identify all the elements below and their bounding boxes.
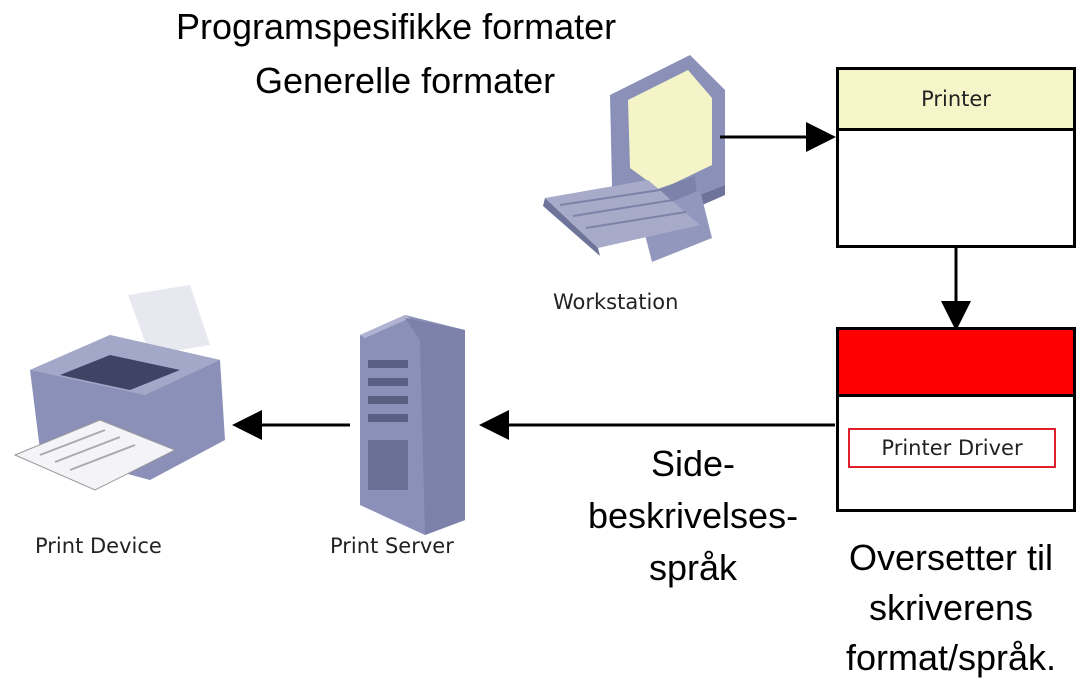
printer-driver-header bbox=[839, 330, 1073, 397]
server-icon bbox=[360, 315, 465, 535]
print-server-label: Print Server bbox=[330, 534, 454, 558]
translate-annotation: Oversetter til skriverens format/språk. bbox=[823, 533, 1079, 683]
workstation-label: Workstation bbox=[553, 290, 679, 314]
printer-queue-label: Printer bbox=[839, 70, 1073, 131]
pdl-line: språk bbox=[648, 547, 738, 588]
pdl-line: Side- bbox=[650, 443, 736, 484]
printer-driver-box: Printer Driver bbox=[836, 327, 1076, 512]
workstation-icon bbox=[543, 55, 725, 262]
heading-line-2: Generelle formater bbox=[255, 60, 556, 101]
printer-queue-box: Printer bbox=[836, 67, 1076, 248]
translate-line: Oversetter til bbox=[848, 537, 1054, 578]
translate-line: format/språk. bbox=[845, 637, 1057, 678]
printer-device-icon bbox=[13, 285, 225, 491]
printer-driver-label: Printer Driver bbox=[848, 428, 1056, 468]
print-device-label: Print Device bbox=[35, 534, 162, 558]
pdl-annotation: Side- beskrivelses- språk bbox=[588, 438, 798, 594]
heading-line-1: Programspesifikke formater bbox=[176, 6, 617, 47]
pdl-line: beskrivelses- bbox=[588, 495, 799, 536]
translate-line: skriverens bbox=[868, 587, 1034, 628]
